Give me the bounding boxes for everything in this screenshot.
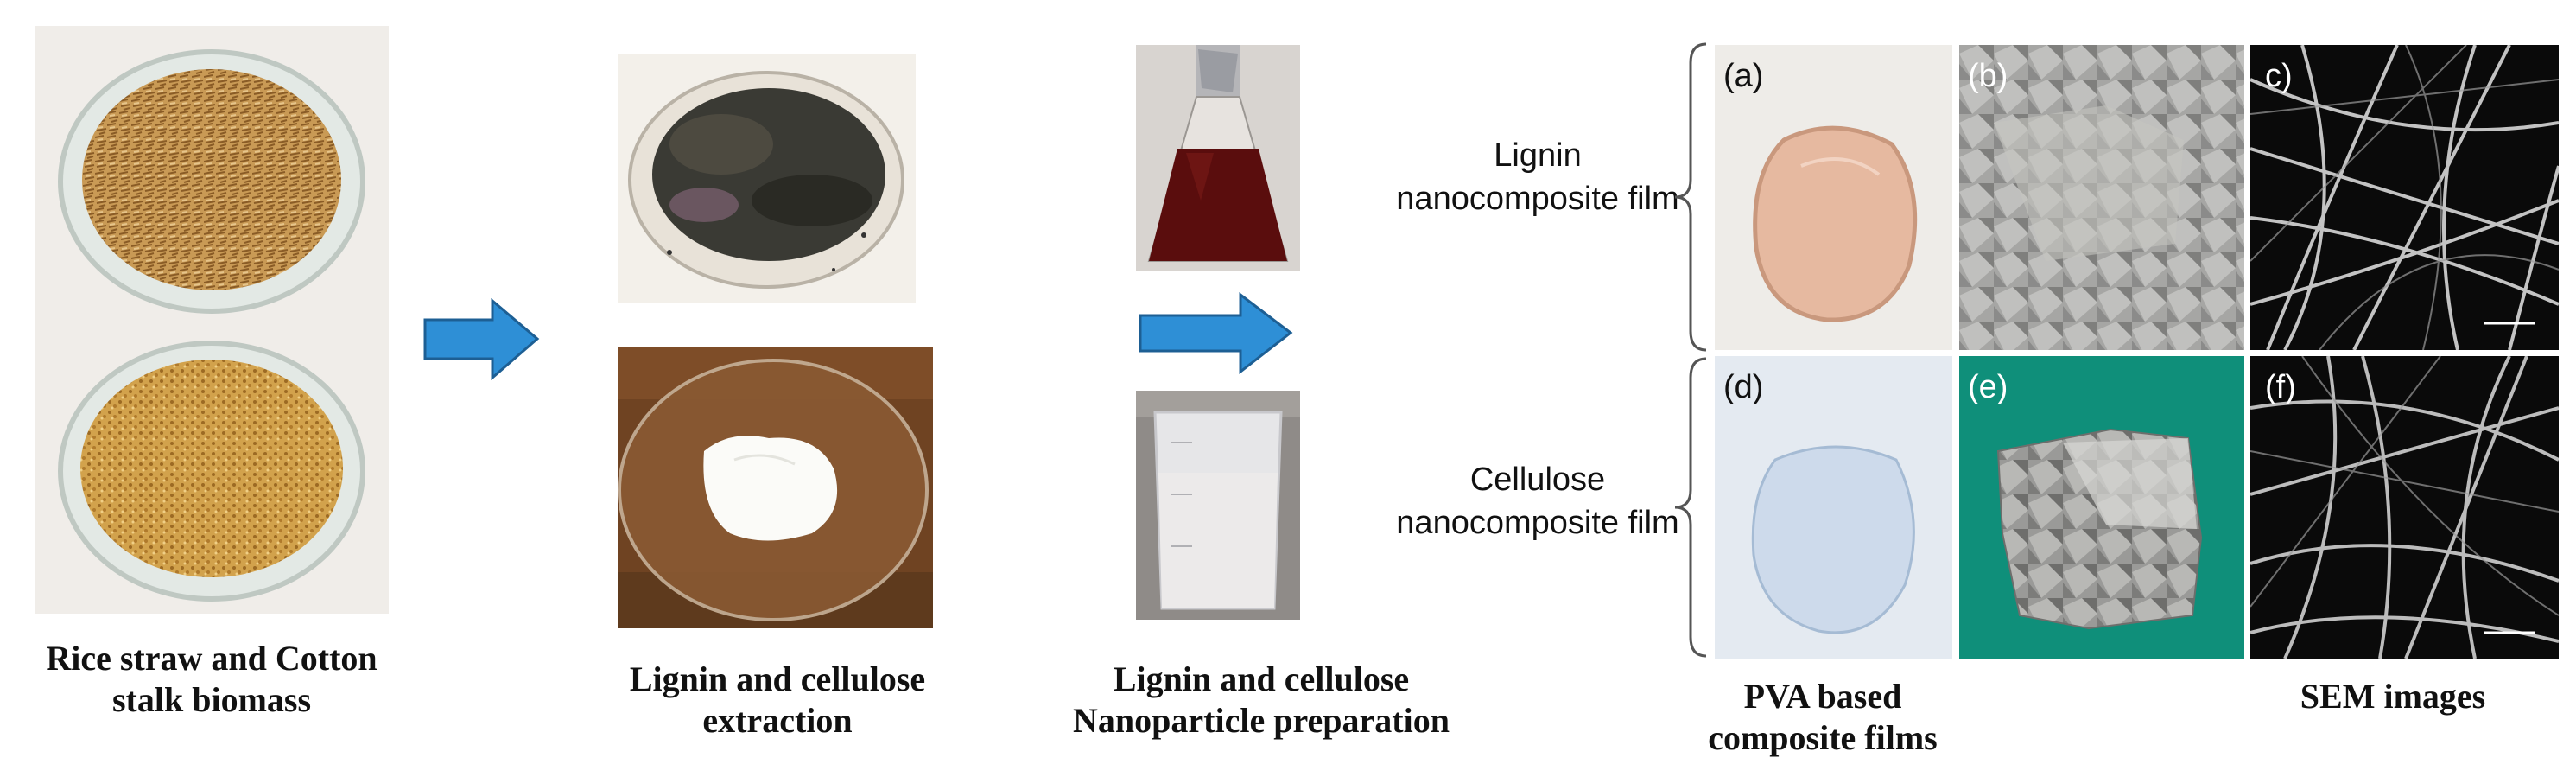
panel-b-lignin-film-foil-photo [1959,45,2244,350]
films-caption-line-1: PVA based [1743,677,1902,716]
lignin-row-label: Lignin nanocomposite film [1382,134,1693,220]
panel-d-cellulose-film-photo [1715,356,1952,659]
cellulose-bracket [1672,356,1710,659]
panel-a-label: (a) [1723,58,1764,94]
films-caption-line-2: composite films [1708,718,1938,757]
extraction-caption-line-2: extraction [702,701,853,740]
panel-f-sem-cellulose-image [2250,356,2559,659]
panel-e-cellulose-film-foil-photo [1959,356,2244,659]
sem-caption: SEM images [2246,676,2540,717]
panel-e-label: (e) [1968,369,2008,405]
biomass-caption-line-1: Rice straw and Cotton [46,639,378,678]
biomass-photo [35,26,389,614]
sem-caption-line-1: SEM images [2300,677,2486,716]
panel-c-sem-lignin-image [2250,45,2559,350]
flow-arrow-1 [423,298,540,380]
lignin-solution-photo [1136,45,1300,271]
extraction-caption: Lignin and cellulose extraction [596,659,959,742]
nanoparticle-caption-line-2: Nanoparticle preparation [1073,701,1450,740]
panel-a-lignin-film-photo [1715,45,1952,350]
lignin-row-label-line-2: nanocomposite film [1396,181,1679,217]
lignin-bracket [1672,41,1710,353]
cellulose-extraction-photo [618,347,933,628]
films-caption: PVA based composite films [1693,676,1952,759]
nanoparticle-caption: Lignin and cellulose Nanoparticle prepar… [1037,659,1486,742]
extraction-caption-line-1: Lignin and cellulose [629,659,926,698]
lignin-row-label-line-1: Lignin [1494,137,1582,174]
lignin-extraction-photo [618,54,916,303]
panel-d-label: (d) [1723,369,1764,405]
cellulose-row-label: Cellulose nanocomposite film [1382,458,1693,545]
biomass-caption: Rice straw and Cotton stalk biomass [0,638,423,721]
panel-b-label: (b) [1968,58,2008,94]
panel-f-label: (f) [2265,369,2296,405]
cellulose-suspension-photo [1136,391,1300,620]
flow-arrow-2 [1139,292,1294,374]
cellulose-row-label-line-1: Cellulose [1469,462,1606,498]
biomass-caption-line-2: stalk biomass [111,680,312,719]
nanoparticle-caption-line-1: Lignin and cellulose [1113,659,1410,698]
cellulose-row-label-line-2: nanocomposite film [1396,505,1679,541]
panel-c-label: c) [2265,58,2293,94]
